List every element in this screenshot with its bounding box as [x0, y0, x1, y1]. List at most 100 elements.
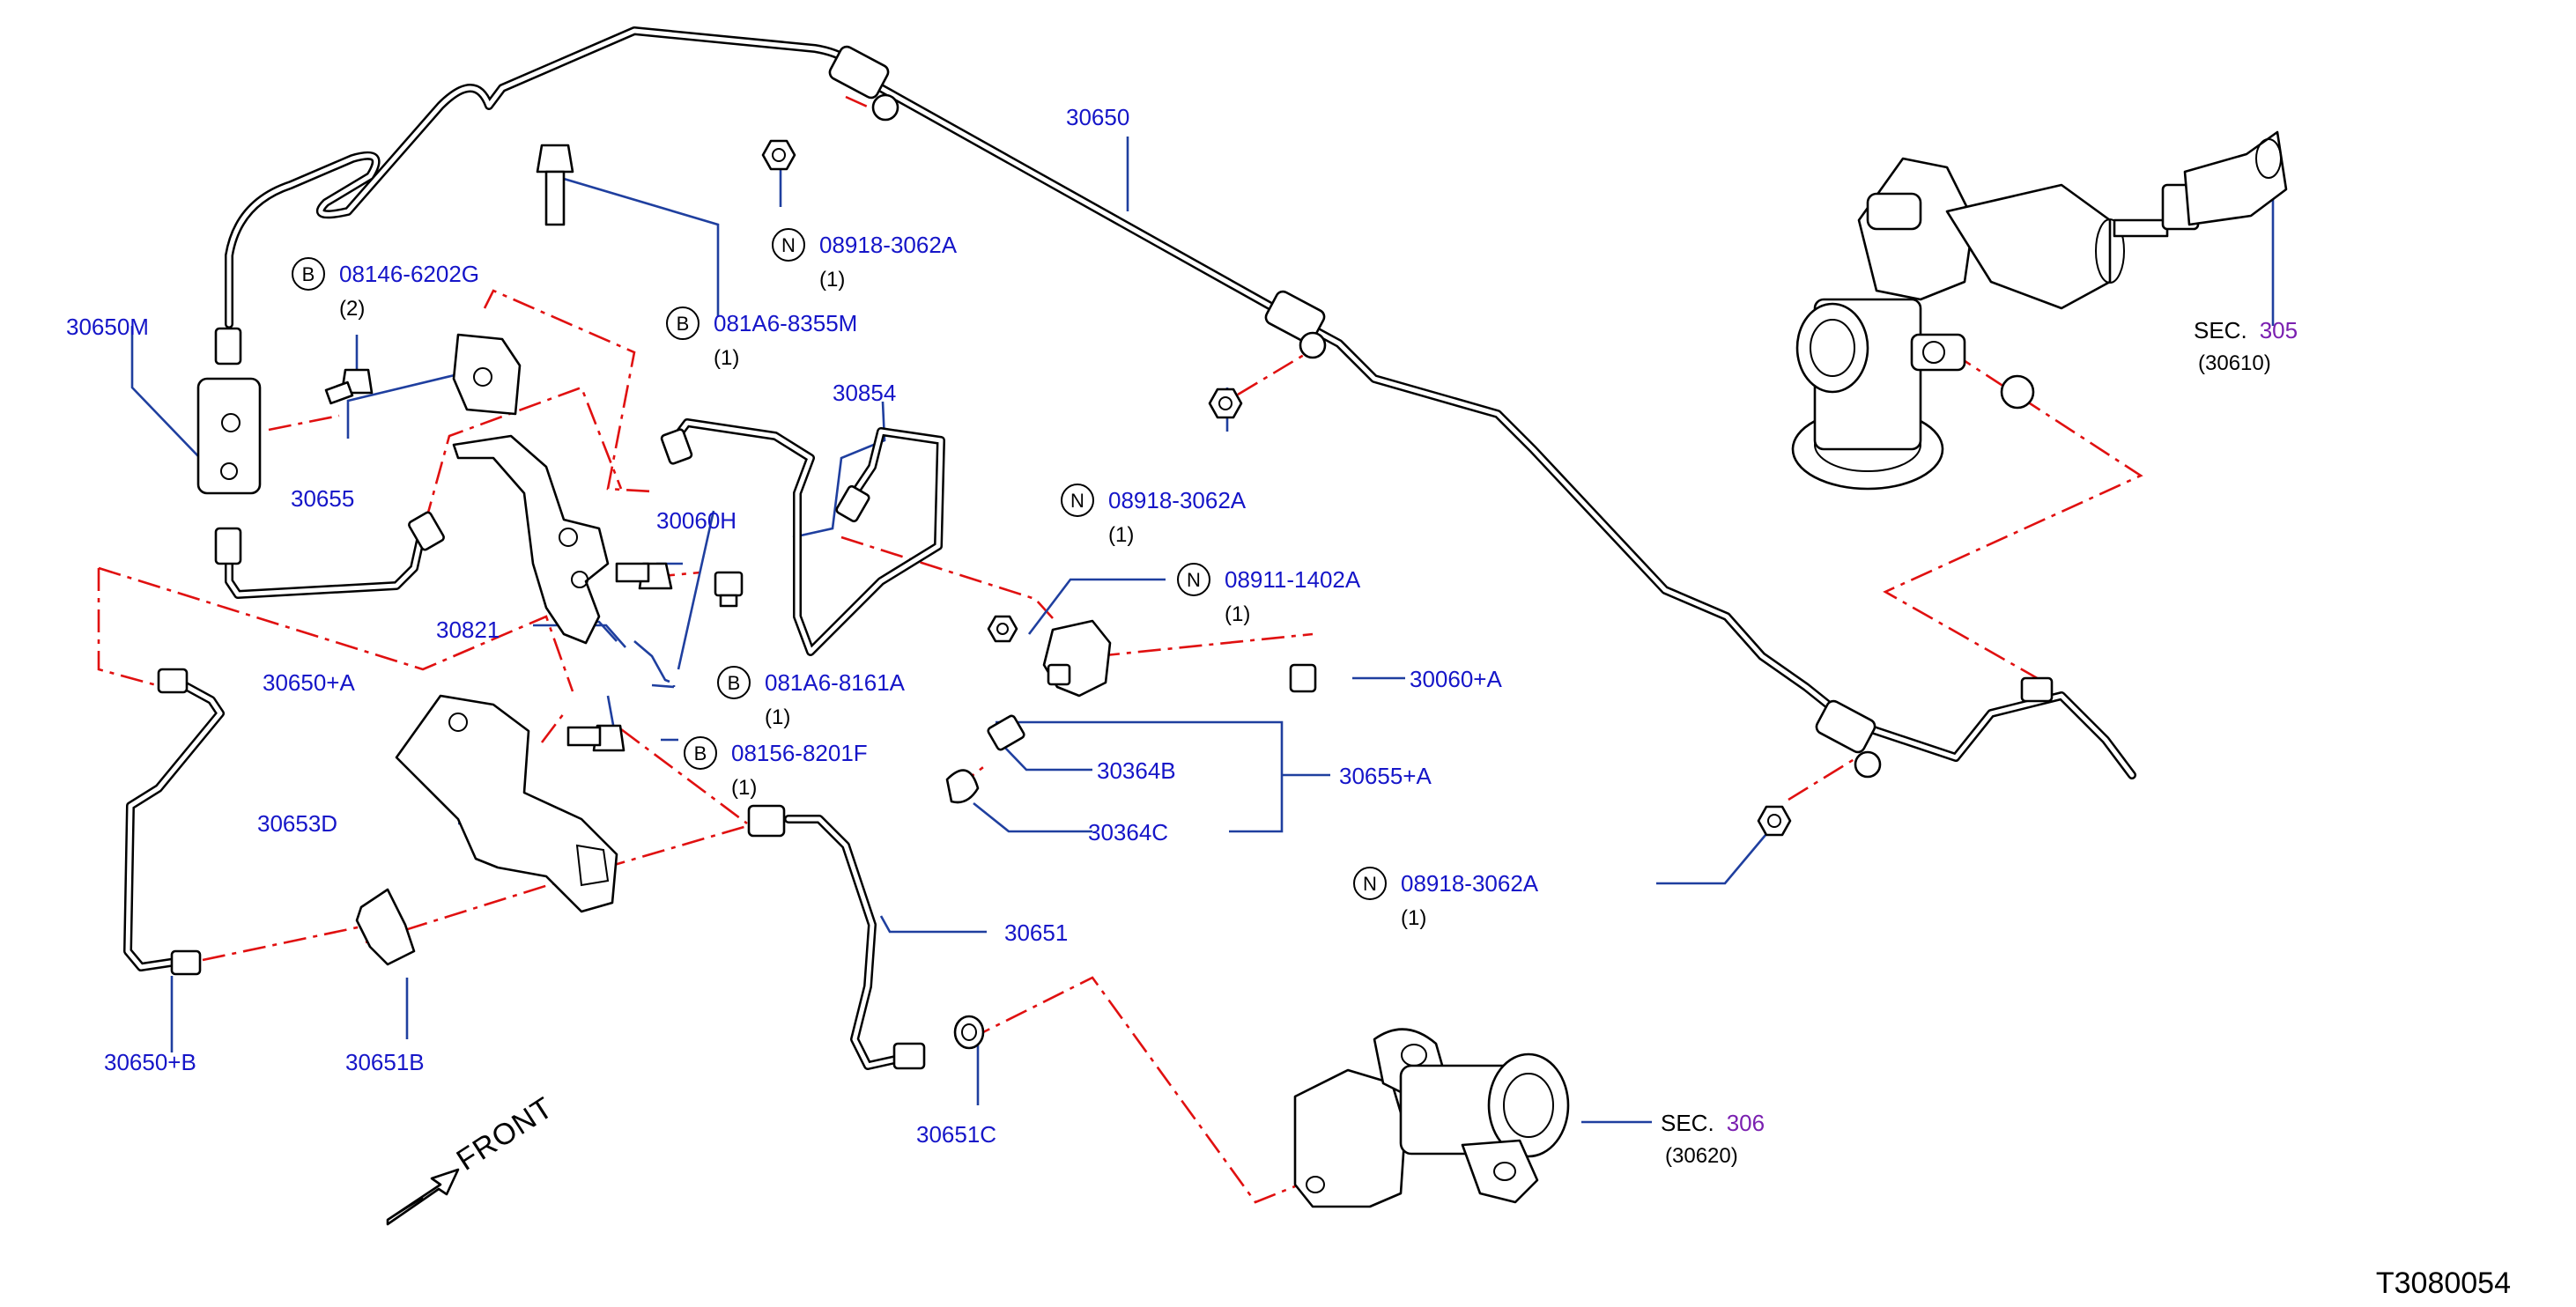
part-number-label: 30653D	[257, 810, 337, 837]
part-number-label: 30651C	[916, 1121, 996, 1148]
marker-circle	[666, 306, 700, 340]
callout-30060H: 30060H	[656, 507, 737, 534]
tube-flare-nut	[157, 668, 189, 694]
callout-30821: 30821	[436, 617, 500, 643]
bracket-30655	[452, 333, 522, 416]
leader-lines	[130, 137, 2275, 1124]
bolt-081A6-8161A	[615, 562, 673, 590]
section-ref-line: SEC. 306	[1661, 1110, 1765, 1136]
nut-08918-b	[1208, 388, 1243, 419]
part-number-label: 30650	[1066, 104, 1129, 130]
tube-flare-nut	[2020, 676, 2054, 703]
part-number-label: 30651B	[345, 1049, 425, 1075]
tube-flare-nut	[408, 511, 445, 551]
marker-circle	[1061, 484, 1094, 517]
callout-30650A: 30650+A	[263, 669, 355, 696]
marker-letter: N	[1070, 490, 1084, 512]
bolt-081A6-8355M	[536, 144, 574, 226]
tube-flare-nut	[214, 327, 242, 366]
tube-joint	[1264, 290, 1326, 344]
callout-30650B: 30650+B	[104, 1049, 196, 1075]
part-number-label: 30655+A	[1339, 763, 1432, 789]
callout-30364B: 30364B	[1097, 757, 1176, 784]
callout-08911-1402A: N 08911-1402A (1)	[1177, 563, 1361, 626]
nut-08918-a	[761, 139, 796, 171]
tube-joint	[828, 45, 890, 100]
clip-30651B	[355, 888, 416, 966]
section-prefix: SEC.	[2194, 317, 2247, 343]
section-ref-306: SEC. 306 (30620)	[1661, 1110, 1765, 1168]
plug-30364C	[945, 769, 980, 804]
section-ref-305: SEC.305 (30610)	[2194, 317, 2298, 375]
bracket-30821	[452, 434, 610, 645]
callout-30655A: 30655+A	[1339, 763, 1432, 789]
tube-flare-nut	[835, 484, 870, 523]
part-number-label: 30651	[1004, 919, 1068, 946]
part-number-label: 30060+A	[1410, 666, 1502, 692]
callout-30651: 30651	[1004, 919, 1068, 946]
marker-letter: N	[1363, 873, 1377, 895]
hose-fitting	[747, 804, 786, 838]
marker-circle	[1353, 867, 1387, 900]
quantity-label: (1)	[1401, 906, 1426, 930]
callout-30653D: 30653D	[257, 810, 337, 837]
callout-30651C: 30651C	[916, 1121, 996, 1148]
part-number-label: 30650+A	[263, 669, 355, 696]
callout-081A6-8355M: B 081A6-8355M (1)	[666, 306, 857, 370]
part-number-label: 30655	[291, 485, 354, 512]
callout-30364C: 30364C	[1088, 819, 1168, 845]
part-number-label: 30364B	[1097, 757, 1176, 784]
quantity-label: (1)	[1225, 602, 1250, 626]
section-prefix: SEC.	[1661, 1110, 1714, 1136]
quantity-label: (1)	[819, 268, 845, 292]
brackets	[355, 333, 1112, 966]
bolt-08156-8201F	[566, 724, 625, 752]
marker-circle	[292, 257, 325, 291]
block-30650M	[196, 377, 262, 495]
tube-flare-nut	[660, 428, 693, 465]
part-number-label: 30060H	[656, 507, 737, 534]
connector-30364B	[987, 714, 1025, 751]
tube-flare-nut	[214, 527, 242, 565]
tube-flare-nut	[170, 949, 202, 976]
callout-08918-3062A-top: N 08918-3062A (1)	[772, 228, 958, 292]
part-number-label: 08918-3062A	[1108, 487, 1247, 513]
clip-ring	[1854, 750, 1882, 779]
nut-08911	[987, 615, 1018, 643]
quantity-label: (1)	[765, 705, 790, 729]
section-number: 306	[1727, 1110, 1765, 1136]
quantity-label: (1)	[731, 776, 757, 800]
section-number: 305	[2260, 317, 2298, 343]
callout-081A6-8161A: B 081A6-8161A (1)	[717, 666, 906, 729]
marker-circle	[684, 736, 717, 770]
callout-08146-6202G: B 08146-6202G (2)	[292, 257, 479, 321]
marker-letter: B	[694, 742, 707, 764]
callout-30655: 30655	[291, 485, 354, 512]
part-number-label: 08918-3062A	[819, 232, 958, 258]
marker-letter: B	[728, 672, 741, 694]
front-label: FRONT	[451, 1090, 559, 1177]
part-number-label: 081A6-8355M	[714, 310, 857, 336]
callout-30650: 30650	[1066, 104, 1129, 130]
part-number-label: 08918-3062A	[1401, 870, 1539, 897]
nut-08918-c	[1757, 805, 1792, 837]
section-ref-line: SEC. 305	[2194, 317, 2298, 343]
bracket-30655A	[1042, 619, 1112, 698]
washer-30651C	[953, 1015, 985, 1050]
quantity-label: (1)	[714, 346, 739, 370]
bolt-08146-6202G	[324, 368, 374, 405]
part-number-label: 08146-6202G	[339, 261, 479, 287]
part-number-label: 30364C	[1088, 819, 1168, 845]
bracket-30653D	[395, 694, 618, 913]
marker-circle	[772, 228, 805, 262]
marker-letter: N	[781, 234, 796, 256]
callout-08918-3062A-right: N 08918-3062A (1)	[1353, 867, 1539, 930]
brake-tubes	[123, 26, 2136, 1070]
quantity-label: (2)	[339, 297, 365, 321]
clip-ring	[871, 93, 899, 122]
callout-30650M: 30650M	[66, 314, 149, 340]
section-ref-number: (30620)	[1665, 1144, 1738, 1168]
callout-08156-8201F: B 08156-8201F (1)	[684, 736, 868, 800]
hose-fitting	[892, 1042, 926, 1070]
